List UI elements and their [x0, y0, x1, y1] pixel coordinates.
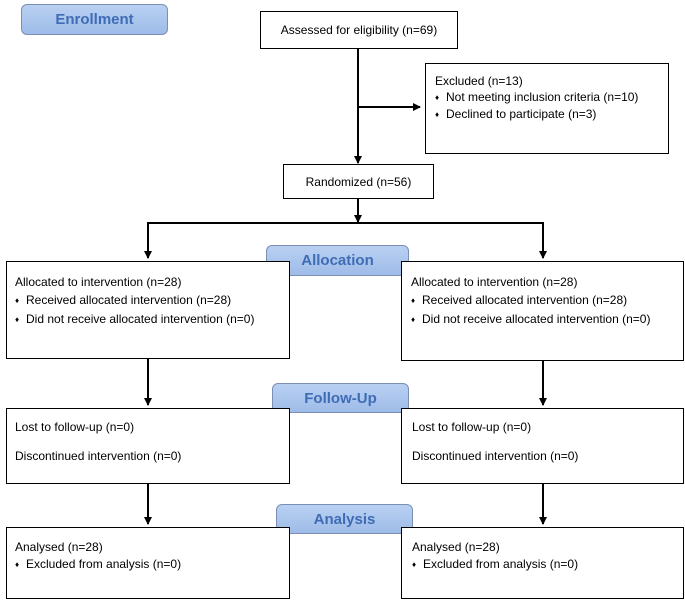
- allocation-right-item-label: Received allocated intervention (n=28): [422, 293, 628, 307]
- allocation-left-title: Allocated to intervention (n=28): [15, 275, 182, 289]
- allocation-right-item-label: Did not receive allocated intervention (…: [422, 312, 651, 326]
- allocation-right-item: ♦ Did not receive allocated intervention …: [411, 311, 683, 328]
- followup-right-box: Lost to follow-up (n=0) Discontinued int…: [401, 408, 684, 484]
- analysis-right-box: Analysed (n=28) ♦ Excluded from analysis …: [401, 527, 684, 599]
- bullet-icon: ♦: [15, 315, 20, 324]
- stage-label-analysis: Analysis: [276, 504, 413, 534]
- stage-label-enrollment: Enrollment: [21, 4, 168, 35]
- assessed-box: Assessed for eligibility (n=69): [260, 11, 458, 49]
- analysis-right-item: ♦ Excluded from analysis (n=0): [412, 556, 683, 573]
- allocation-left-box: Allocated to intervention (n=28) ♦ Receiv…: [6, 261, 290, 359]
- stage-label-enrollment-text: Enrollment: [55, 11, 134, 28]
- stage-label-analysis-text: Analysis: [313, 510, 376, 528]
- allocation-left-item-label: Received allocated intervention (n=28): [26, 293, 232, 307]
- randomized-text: Randomized (n=56): [305, 174, 412, 189]
- stage-label-followup-text: Follow-Up: [304, 389, 377, 407]
- stage-label-allocation: Allocation: [266, 245, 409, 276]
- excluded-item-label: Declined to participate (n=3): [446, 107, 597, 121]
- excluded-box: Excluded (n=13) ♦ Not meeting inclusion c…: [425, 63, 669, 154]
- followup-right-discontinued: Discontinued intervention (n=0): [412, 449, 579, 463]
- followup-left-lost: Lost to follow-up (n=0): [15, 420, 135, 434]
- analysis-left-item-label: Excluded from analysis (n=0): [26, 557, 182, 571]
- bullet-icon: ♦: [435, 93, 440, 102]
- bullet-icon: ♦: [411, 296, 416, 305]
- bullet-icon: ♦: [412, 560, 417, 569]
- analysis-left-title: Analysed (n=28): [15, 540, 103, 554]
- excluded-title: Excluded (n=13): [435, 74, 523, 88]
- assessed-text: Assessed for eligibility (n=69): [280, 23, 438, 37]
- analysis-left-box: Analysed (n=28) ♦ Excluded from analysis …: [6, 527, 290, 599]
- randomized-box: Randomized (n=56): [283, 164, 434, 199]
- analysis-right-item-label: Excluded from analysis (n=0): [423, 557, 579, 571]
- allocation-left-item: ♦ Did not receive allocated intervention …: [15, 311, 289, 328]
- followup-left-box: Lost to follow-up (n=0) Discontinued int…: [6, 408, 290, 484]
- bullet-icon: ♦: [15, 560, 20, 569]
- bullet-icon: ♦: [15, 296, 20, 305]
- followup-right-lost: Lost to follow-up (n=0): [412, 420, 532, 434]
- allocation-right-item: ♦ Received allocated intervention (n=28): [411, 292, 683, 309]
- stage-label-allocation-text: Allocation: [301, 252, 374, 269]
- allocation-left-item: ♦ Received allocated intervention (n=28): [15, 292, 289, 309]
- analysis-right-title: Analysed (n=28): [412, 540, 500, 554]
- allocation-left-item-label: Did not receive allocated intervention (…: [26, 312, 255, 326]
- bullet-icon: ♦: [411, 315, 416, 324]
- stage-label-followup: Follow-Up: [272, 383, 409, 413]
- excluded-item-label: Not meeting inclusion criteria (n=10): [446, 90, 639, 104]
- analysis-left-item: ♦ Excluded from analysis (n=0): [15, 556, 289, 573]
- bullet-icon: ♦: [435, 110, 440, 119]
- allocation-right-title: Allocated to intervention (n=28): [411, 275, 578, 289]
- excluded-item: ♦ Not meeting inclusion criteria (n=10): [435, 89, 668, 106]
- followup-left-discontinued: Discontinued intervention (n=0): [15, 449, 182, 463]
- excluded-item: ♦ Declined to participate (n=3): [435, 106, 668, 123]
- allocation-right-box: Allocated to intervention (n=28) ♦ Receiv…: [401, 261, 684, 361]
